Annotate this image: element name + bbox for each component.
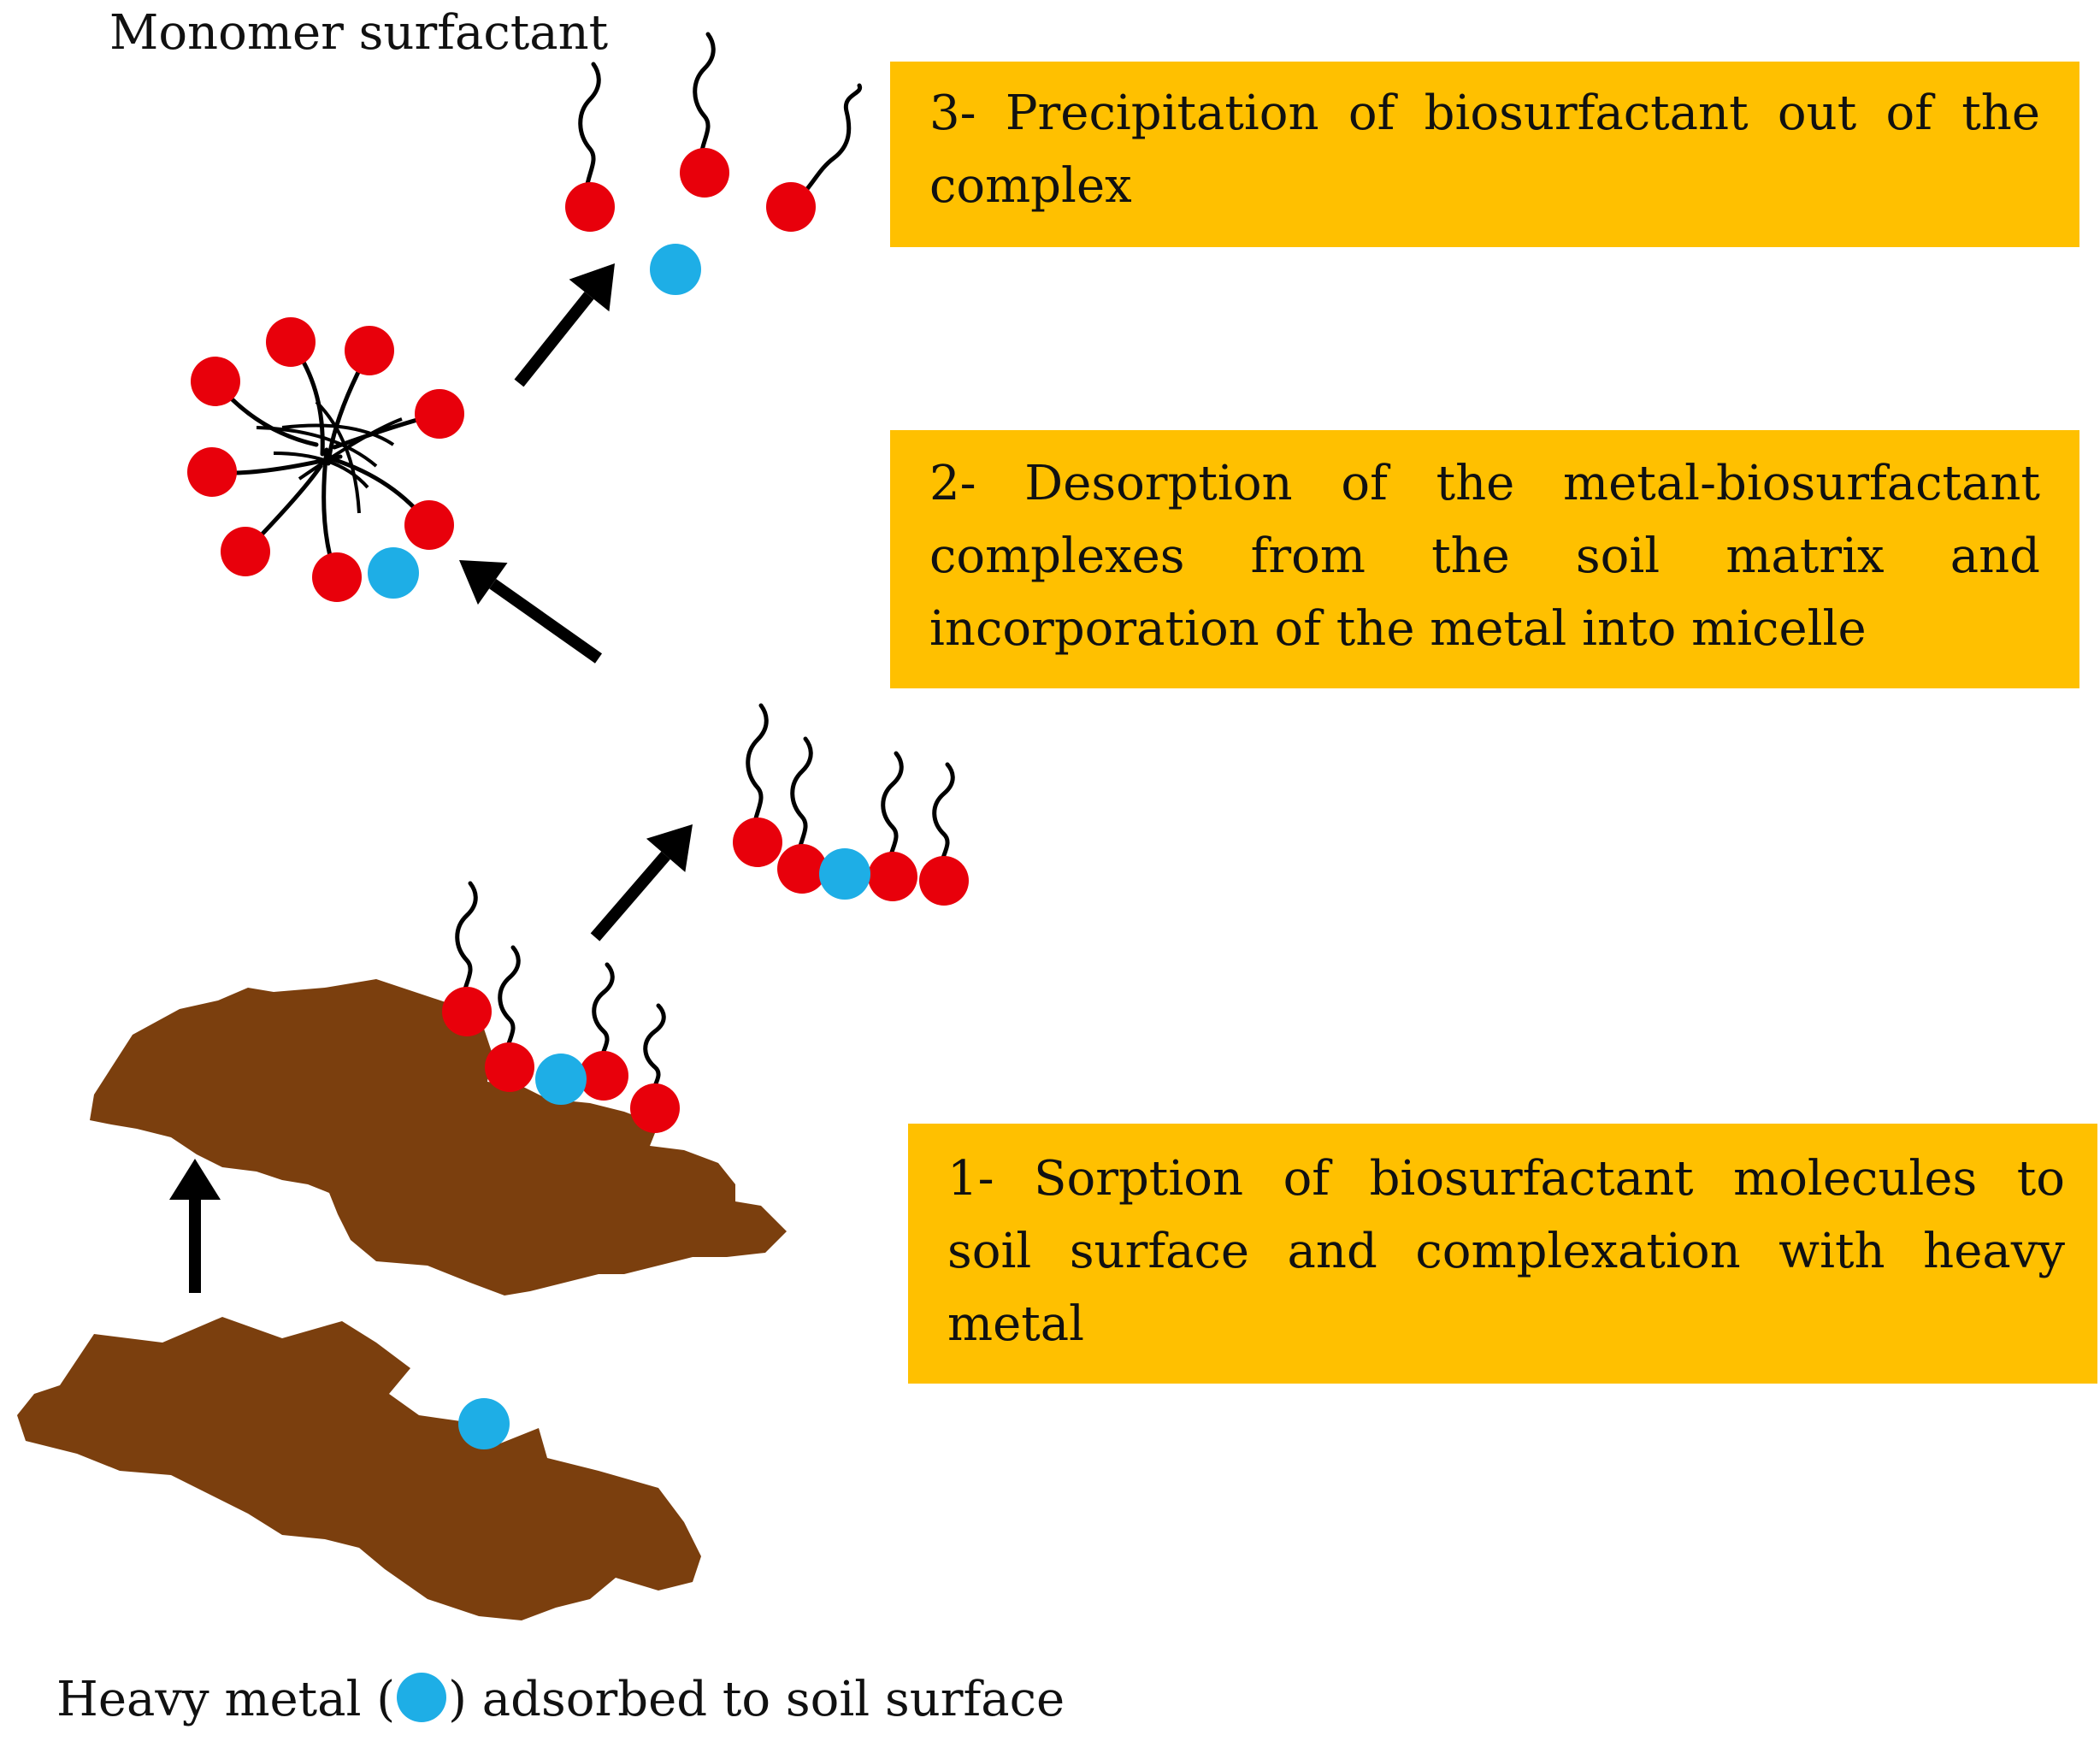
monomer-tail-2 xyxy=(693,32,716,174)
surface-head-1 xyxy=(442,987,492,1036)
soil-particle-upper xyxy=(90,979,787,1296)
surface-tail-1 xyxy=(455,881,478,1014)
desorbed-head-3 xyxy=(868,852,917,901)
monomer-head-1 xyxy=(565,182,615,232)
heavy-metal-legend: Heavy metal ( ) adsorbed to soil surface xyxy=(56,1672,1065,1727)
surface-head-2 xyxy=(485,1042,534,1092)
arrows xyxy=(169,263,693,1293)
heavy-metal-ions xyxy=(368,244,870,1449)
micelle-head-5 xyxy=(187,447,237,497)
step-3-line-2: complex xyxy=(929,158,1132,214)
desorbed-head-2 xyxy=(777,844,827,894)
desorbed-head-1 xyxy=(733,817,782,867)
desorbed-tail-1 xyxy=(746,703,769,845)
step-2-line-2: complexes from the soil matrix and xyxy=(929,528,2040,584)
step-1-line-1: 1- Sorption of biosurfactant molecules t… xyxy=(947,1151,2065,1207)
arrow-to-precipitation xyxy=(514,263,615,387)
step-2-box: 2- Desorption of the metal-biosurfactant… xyxy=(890,430,2079,688)
monomer-tail-1 xyxy=(578,62,601,208)
micelle-head-2 xyxy=(266,317,316,367)
micelle-head-7 xyxy=(312,552,362,602)
step-2-line-3: incorporation of the metal into micelle xyxy=(929,601,1867,657)
heavy-metal-legend-suffix: ) adsorbed to soil surface xyxy=(448,1672,1065,1727)
released-metal-ion xyxy=(650,244,701,295)
monomer-surfactant-label: Monomer surfactant xyxy=(109,5,609,61)
step-3-box: 3- Precipitation of biosurfactant out of… xyxy=(890,62,2079,247)
surfactant-heads xyxy=(187,148,969,1133)
micelle-core-strand-5 xyxy=(256,426,378,468)
micelle-metal-ion xyxy=(368,547,419,599)
desorbed-metal-ion xyxy=(819,848,870,900)
surface-head-4 xyxy=(630,1083,680,1133)
micelle-core-strand-2 xyxy=(298,417,403,481)
arrow-up-step-1 xyxy=(169,1159,221,1293)
adsorbed-metal-ion xyxy=(458,1398,510,1449)
micelle-head-8 xyxy=(404,500,454,550)
step-1-line-2: soil surface and complexation with heavy xyxy=(947,1224,2065,1279)
arrow-to-desorbed xyxy=(590,824,693,941)
step-1-line-3: metal xyxy=(947,1296,1085,1352)
micelle-head-3 xyxy=(345,326,394,375)
micelle-core-strand-4 xyxy=(315,400,361,514)
heavy-metal-legend-dot xyxy=(397,1673,447,1722)
micelle-head-4 xyxy=(415,389,464,439)
heavy-metal-legend-prefix: Heavy metal ( xyxy=(56,1672,396,1727)
desorbed-tail-2 xyxy=(790,736,813,871)
monomer-head-3 xyxy=(766,182,816,232)
step-2-line-1: 2- Desorption of the metal-biosurfactant xyxy=(929,456,2040,511)
monomer-tail-3 xyxy=(788,83,863,208)
arrow-to-micelle xyxy=(459,560,603,664)
step-3-line-1: 3- Precipitation of biosurfactant out of… xyxy=(929,86,2040,141)
soil-particle-lower xyxy=(17,1317,701,1620)
micelle-core-strand-1 xyxy=(281,423,395,446)
micelle-core-strand-3 xyxy=(273,452,369,489)
surface-head-3 xyxy=(579,1051,628,1101)
step-1-box: 1- Sorption of biosurfactant molecules t… xyxy=(908,1124,2097,1384)
desorbed-head-4 xyxy=(919,856,969,906)
micelle-head-6 xyxy=(221,527,270,576)
micelle-head-1 xyxy=(191,357,240,406)
surface-metal-ion xyxy=(535,1054,587,1105)
monomer-head-2 xyxy=(680,148,729,198)
